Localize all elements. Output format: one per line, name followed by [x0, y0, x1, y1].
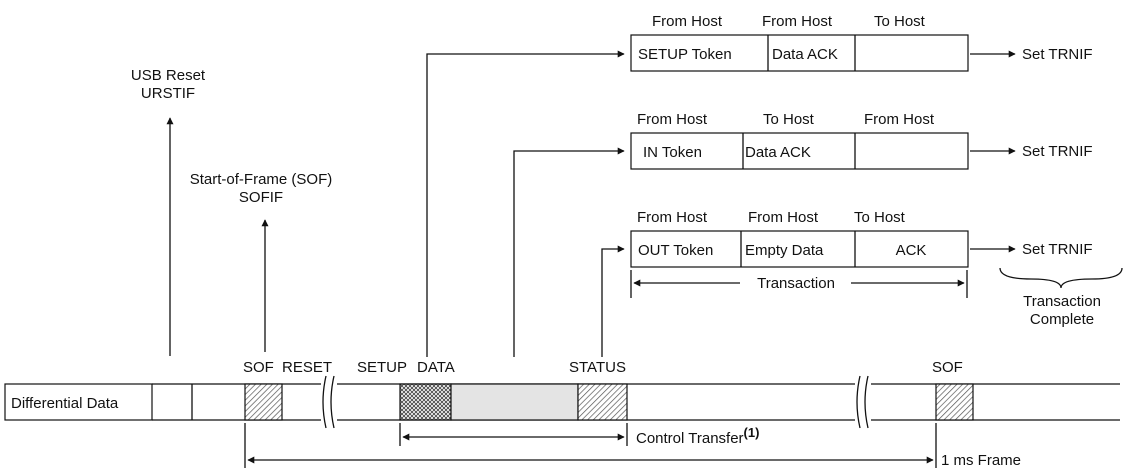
column-header: To Host — [763, 111, 815, 128]
setup-connector-arrow — [426, 50, 625, 357]
bus-label-status: STATUS — [569, 359, 626, 376]
transaction-complete-label: Complete — [1030, 311, 1094, 328]
bus-label-sof: SOF — [243, 359, 274, 376]
empty-data-cell: Empty Data — [745, 242, 824, 259]
setup-packet — [399, 383, 452, 421]
time-break-left — [321, 375, 337, 429]
time-break-right — [855, 375, 871, 429]
sofif-label: SOFIF — [239, 189, 283, 206]
out-token-cell: OUT Token — [638, 242, 713, 259]
data-ack-cell: Data ACK — [745, 144, 811, 161]
set-trnif-label: Set TRNIF — [1022, 241, 1093, 258]
column-header: From Host — [637, 111, 708, 128]
ack-cell: ACK — [896, 242, 927, 259]
column-header: To Host — [854, 209, 906, 226]
transaction-complete-label: Transaction — [1023, 293, 1101, 310]
data-packet — [450, 383, 579, 421]
bus-label-sof-end: SOF — [932, 359, 963, 376]
column-header: From Host — [864, 111, 935, 128]
column-header: From Host — [637, 209, 708, 226]
data-connector-arrow — [513, 147, 625, 357]
control-transfer-footnote: (1) — [744, 425, 760, 440]
setup-token-cell: SETUP Token — [638, 46, 732, 63]
transaction-box — [630, 34, 969, 72]
control-transfer-label: Control Transfer — [636, 430, 744, 447]
usb-reset-label: USB Reset — [131, 67, 206, 84]
sof-end-packet — [935, 383, 974, 421]
set-trnif-label: Set TRNIF — [1022, 46, 1093, 63]
setup-transaction: From Host From Host To Host SETUP Token … — [630, 13, 1093, 72]
column-header: From Host — [652, 13, 723, 30]
frame-label: 1 ms Frame — [941, 452, 1021, 469]
differential-data-label: Differential Data — [11, 395, 119, 412]
urstif-label: URSTIF — [141, 85, 195, 102]
in-token-cell: IN Token — [643, 144, 702, 161]
transaction-box — [630, 132, 969, 170]
transaction-box — [630, 230, 969, 268]
out-transaction: From Host From Host To Host OUT Token Em… — [630, 209, 1093, 268]
sof-packet — [244, 383, 283, 421]
transaction-complete-brace — [999, 267, 1123, 289]
transaction-span-label: Transaction — [757, 275, 835, 292]
bus-label-setup: SETUP — [357, 359, 407, 376]
column-header: From Host — [762, 13, 833, 30]
in-transaction: From Host To Host From Host IN Token Dat… — [630, 111, 1093, 170]
status-packet — [577, 383, 628, 421]
column-header: From Host — [748, 209, 819, 226]
bus-label-reset: RESET — [282, 359, 332, 376]
data-ack-cell: Data ACK — [772, 46, 838, 63]
bus-label-data: DATA — [417, 359, 455, 376]
set-trnif-label: Set TRNIF — [1022, 143, 1093, 160]
column-header: To Host — [874, 13, 926, 30]
control-transfer-text: Control Transfer(1) — [636, 425, 759, 447]
differential-data-label-box — [4, 383, 153, 421]
sof-event-label: Start-of-Frame (SOF) — [190, 171, 333, 188]
status-connector-arrow — [601, 245, 625, 357]
